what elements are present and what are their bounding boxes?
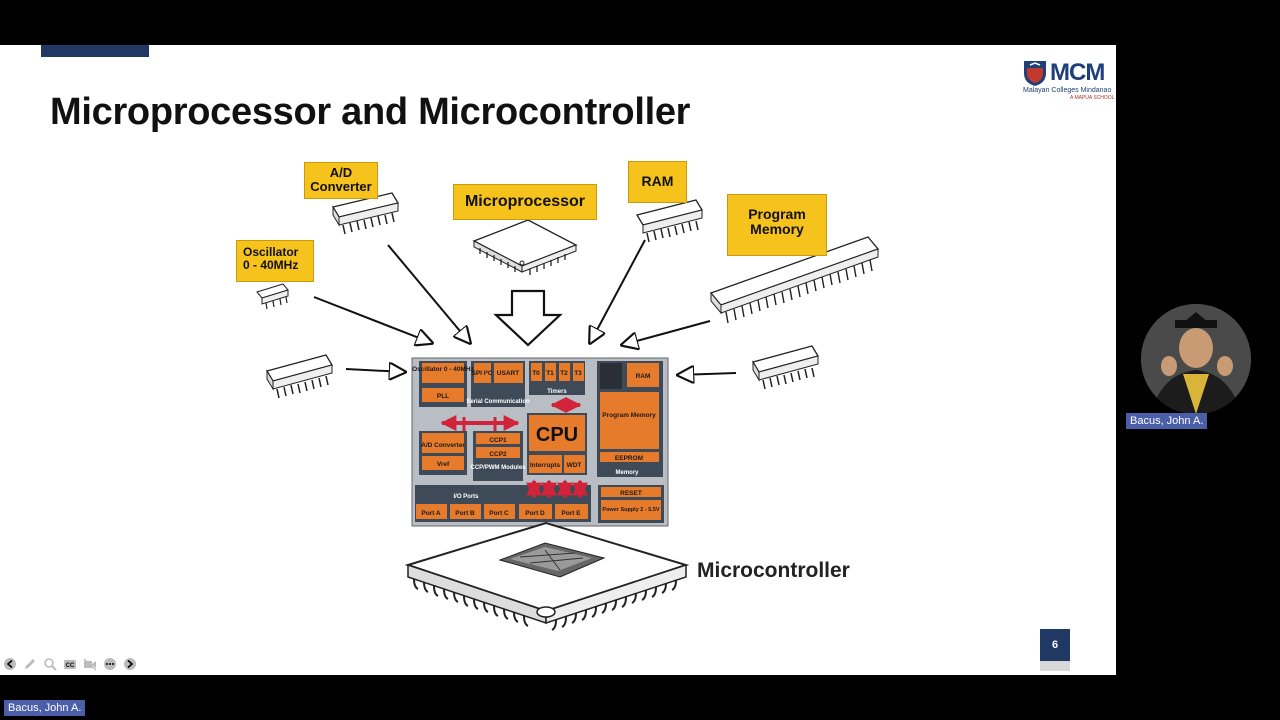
participant-name-tag: Bacus, John A. — [1126, 413, 1208, 429]
microcontroller-diagram: Oscillator 0 - 40MHz PLL SPI I²C USART T… — [256, 192, 880, 631]
logo-subtitle: Malayan Colleges Mindanao — [1023, 87, 1112, 94]
block-osc-label: Oscillator 0 - 40MHz — [412, 366, 475, 373]
pen-icon[interactable] — [22, 656, 38, 672]
block-ccp1-label: CCP1 — [489, 437, 507, 444]
more-icon[interactable] — [102, 656, 118, 672]
block-progmem-label: Program Memory — [602, 412, 656, 419]
slide-accent-bar — [41, 45, 149, 57]
block-io-label: I/O Ports — [453, 494, 479, 500]
back-icon[interactable] — [2, 656, 18, 672]
block-porte-label: Port E — [561, 510, 581, 517]
block-interrupts-label: Interrupts — [530, 462, 561, 469]
microprocessor-chip-icon — [472, 219, 578, 275]
block-eeprom-label: EEPROM — [615, 455, 643, 462]
oscillator-label: Oscillator 0 - 40MHz — [236, 240, 314, 282]
block-t1-label: T1 — [546, 370, 554, 377]
block-cpu-label: CPU — [536, 424, 578, 446]
big-down-arrow — [493, 289, 563, 347]
block-serial-label: Serial Communication — [466, 399, 530, 405]
block-pll-label: PLL — [437, 393, 449, 400]
block-portd-label: Port D — [525, 510, 545, 517]
video-icon[interactable] — [82, 656, 98, 672]
block-timers-label: Timers — [547, 389, 567, 395]
block-portb-label: Port B — [455, 510, 475, 517]
microprocessor-label: Microprocessor — [453, 184, 597, 220]
block-t0-label: T0 — [532, 370, 540, 377]
svg-text:CC: CC — [66, 663, 75, 669]
left-chip-icon — [266, 354, 333, 399]
program-memory-label: Program Memory — [727, 194, 827, 256]
block-ccp-modules-label: CCP/PWM Modules — [471, 465, 527, 471]
block-reset-label: RESET — [620, 490, 642, 497]
captions-icon[interactable]: CC — [62, 656, 78, 672]
block-ad-label: A/D Converter — [421, 442, 465, 449]
block-ram-label: RAM — [636, 373, 651, 380]
slide-title: Microprocessor and Microcontroller — [50, 91, 691, 133]
participant-avatar — [1141, 304, 1251, 414]
page-number-shadow — [1040, 661, 1070, 671]
block-ccp2-label: CCP2 — [489, 451, 507, 458]
block-usart-label: USART — [497, 370, 519, 377]
right-chip-icon — [752, 345, 819, 390]
block-vref-label: Vref — [437, 461, 450, 468]
microcontroller-block: Oscillator 0 - 40MHz PLL SPI I²C USART T… — [411, 357, 669, 527]
presentation-slide: Microprocessor and Microcontroller MCM M… — [0, 45, 1116, 675]
oscillator-chip-icon — [256, 283, 289, 310]
page-number: 6 — [1040, 629, 1070, 661]
block-t2-label: T2 — [560, 370, 568, 377]
ad-converter-label: A/D Converter — [304, 162, 378, 199]
block-spi-label: SPI I²C — [472, 370, 493, 377]
block-t3-label: T3 — [574, 370, 582, 377]
block-memory-label: Memory — [615, 470, 639, 476]
ad-chip-icon — [331, 192, 400, 235]
forward-icon[interactable] — [122, 656, 138, 672]
block-portc-label: Port C — [489, 510, 509, 517]
microcontroller-chip-icon — [404, 521, 690, 631]
school-logo: MCM Malayan Colleges Mindanao A MAPÚA SC… — [1020, 57, 1114, 103]
block-wdt-label: WDT — [567, 462, 582, 469]
ram-label: RAM — [628, 161, 687, 203]
shield-icon — [1024, 61, 1046, 86]
connection-arrows — [313, 239, 737, 375]
logo-text: MCM — [1050, 59, 1105, 86]
logo-tagline: A MAPÚA SCHOOL — [1070, 95, 1115, 101]
slideshow-toolbar: CC — [2, 656, 138, 672]
zoom-icon[interactable] — [42, 656, 58, 672]
active-speaker-name-tag: Bacus, John A. — [4, 700, 86, 716]
microcontroller-label: Microcontroller — [697, 559, 850, 582]
participant-video[interactable] — [1141, 304, 1251, 414]
block-power-label: Power Supply 2 - 5.5V — [602, 507, 659, 513]
ram-chip-icon — [635, 199, 704, 243]
block-porta-label: Port A — [421, 510, 441, 517]
